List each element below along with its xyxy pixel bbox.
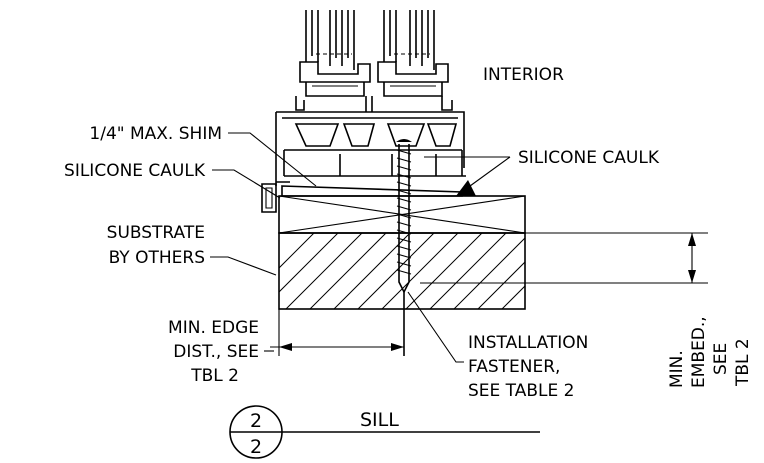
substrate-hatched [278, 232, 526, 310]
embedment-label-line-4: TBL 2 [733, 338, 753, 387]
installation-fastener-screw [396, 139, 412, 356]
window-frame-profile [261, 10, 476, 213]
silicone-caulk-left-label: SILICONE CAULK [64, 161, 206, 181]
embedment-label-group-3: SEE [711, 343, 731, 375]
edge-distance-dimension [270, 309, 404, 356]
fastener-label-line-2: FASTENER, [468, 357, 560, 377]
detail-title: SILL [360, 409, 399, 431]
substrate-label-line-1: SUBSTRATE [107, 223, 205, 243]
embedment-dimension [420, 232, 708, 284]
embedment-label-line-1: MIN. [667, 350, 687, 388]
embedment-label-line-2: EMBED., [689, 316, 709, 388]
sill-block [278, 195, 526, 234]
fastener-label-line-1: INSTALLATION [468, 333, 588, 353]
substrate-label-line-2: BY OTHERS [109, 248, 205, 268]
detail-number: 2 [250, 410, 262, 432]
embedment-label-group-2: EMBED., [689, 316, 709, 388]
embedment-label-group-4: TBL 2 [733, 338, 753, 387]
silicone-caulk-right-label: SILICONE CAULK [518, 148, 660, 168]
shim-label: 1/4" MAX. SHIM [89, 124, 222, 144]
interior-label: INTERIOR [483, 65, 564, 85]
sheet-number: 2 [250, 436, 262, 458]
embedment-label-line-3: SEE [711, 343, 731, 375]
edge-distance-label-line-2: DIST., SEE [173, 342, 259, 362]
leader-lines [210, 132, 511, 363]
edge-distance-label-line-3: TBL 2 [190, 366, 239, 386]
edge-distance-label-line-1: MIN. EDGE [168, 318, 259, 338]
embedment-label: MIN. [667, 350, 687, 388]
fastener-label-line-3: SEE TABLE 2 [468, 381, 574, 401]
detail-title-block: 2 2 SILL [229, 405, 540, 459]
